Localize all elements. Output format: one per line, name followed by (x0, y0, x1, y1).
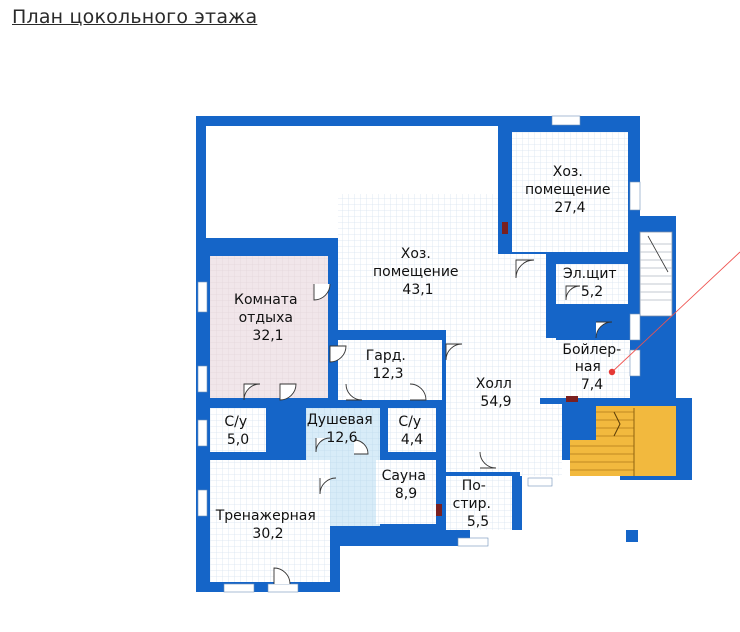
door-marks (436, 222, 578, 516)
label-hoz1: Хоз. помещение 27,4 (525, 164, 615, 216)
plan-title: План цокольного этажа (12, 6, 258, 28)
label-boiler: Бойлер- ная 7,4 (562, 342, 625, 393)
label-sauna: Сауна 8,9 (382, 468, 431, 502)
label-elshit: Эл.щит 5,2 (563, 266, 621, 300)
room-laundry (446, 476, 512, 530)
label-hoz2: Хоз. помещение 43,1 (373, 246, 463, 298)
label-gym: Тренажерная 30,2 (215, 508, 321, 542)
doors (243, 259, 613, 585)
room-fills (210, 132, 630, 582)
staircase-top (639, 231, 673, 317)
label-holl: Холл 54,9 (476, 376, 517, 410)
room-holl (446, 254, 562, 476)
pointer-line (608, 251, 740, 376)
windows (197, 115, 641, 593)
outdoor-marker (626, 530, 638, 542)
label-shower: Душевая 12,6 (307, 412, 377, 446)
room-gard (338, 340, 442, 400)
label-su2: С/у 4,4 (398, 414, 425, 448)
label-laundry: По- стир. 5,5 (453, 478, 496, 530)
room-rest (210, 256, 328, 398)
room-elshit (556, 264, 628, 304)
label-gard: Гард. 12,3 (366, 348, 411, 382)
room-hoz1 (512, 132, 628, 252)
staircase-main (570, 406, 676, 476)
room-labels: Хоз. помещение 27,4 Хоз. помещение 43,1 … (215, 164, 625, 542)
label-su1: С/у 5,0 (224, 414, 251, 448)
room-su2 (388, 408, 436, 452)
room-sauna (376, 460, 436, 524)
terrace-notch (206, 126, 498, 238)
label-rest: Комната отдыха 32,1 (234, 292, 302, 344)
room-su1 (210, 408, 266, 452)
room-boiler (556, 340, 630, 398)
room-gym (210, 460, 330, 582)
